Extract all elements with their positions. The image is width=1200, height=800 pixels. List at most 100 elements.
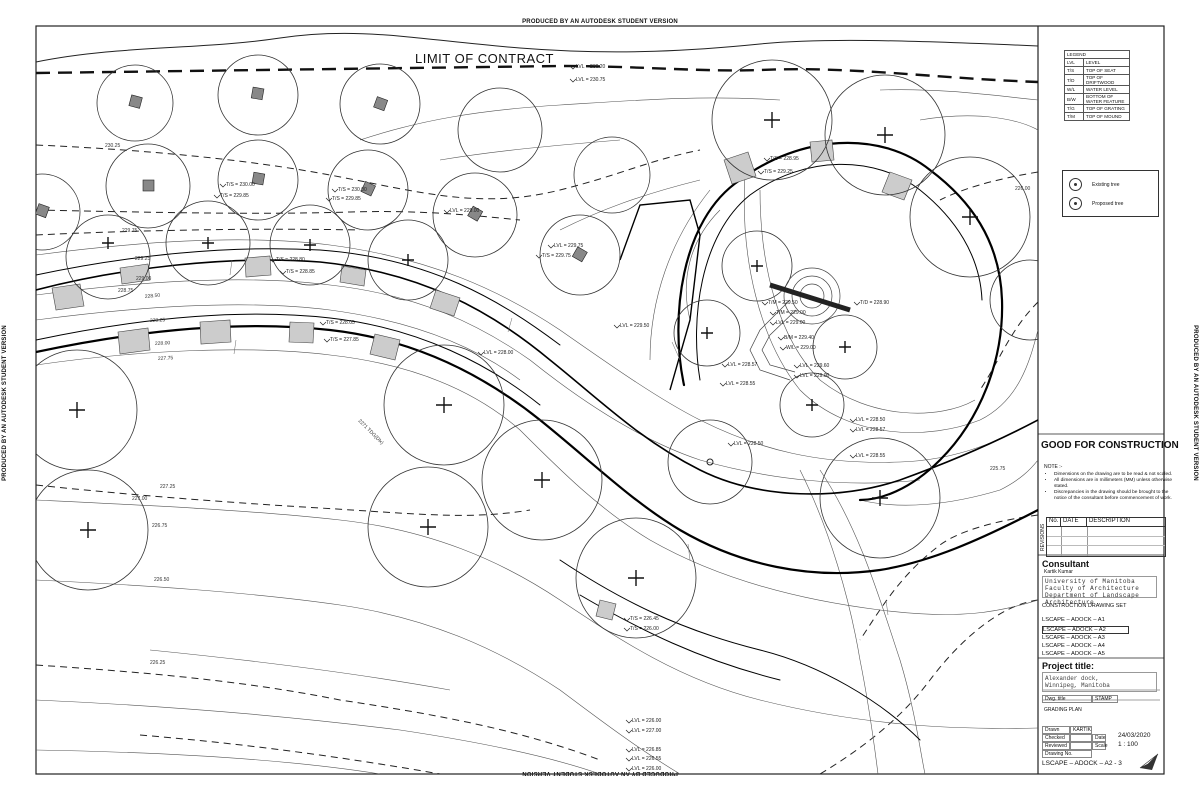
limit-of-contract-label: LIMIT OF CONTRACT (415, 51, 554, 66)
spot-level-label: LVL = 229.75 (554, 243, 584, 249)
spot-level-marker (769, 311, 777, 316)
key-proposed-label: Proposed tree (1092, 200, 1124, 207)
spot-level-label: LVL = 229.00 (800, 373, 830, 379)
spot-level-label: LVL = 228.55 (726, 381, 756, 387)
spot-level-label: T/S = 229.75 (542, 253, 571, 259)
note-item: Dimensions on the drawing are to be read… (1054, 472, 1174, 478)
sheet-border (35, 25, 1165, 775)
project-line: Alexander dock, (1045, 675, 1100, 682)
contour-label: 227.00 (132, 496, 148, 502)
limit-of-contract-line (36, 64, 1038, 84)
contour-label: 226.25 (150, 660, 166, 666)
existing-tree-icon (1069, 178, 1082, 191)
contour-label: 2271 TDG(Dlx) (357, 418, 385, 446)
spot-level-label: T/S = 229.85 (220, 193, 249, 199)
spot-level-label: LVL = 226.55 (632, 756, 662, 762)
spot-level-label: T/M = 229.00 (776, 310, 806, 316)
north-arrow-icon (1139, 753, 1159, 770)
scale-value: 1 : 100 (1118, 741, 1138, 748)
spot-level-marker (443, 209, 451, 214)
spot-level-marker (547, 244, 555, 249)
dwg-title-value: GRADING PLAN (1044, 707, 1082, 713)
main-path-edge (36, 325, 1038, 575)
watermark-top: PRODUCED BY AN AUTODESK STUDENT VERSION (522, 19, 678, 25)
spot-level-marker (793, 374, 801, 379)
university-line: Faculty of Architecture (1045, 585, 1140, 592)
consultant-heading: Consultant (1042, 559, 1089, 569)
checked-value (1070, 734, 1092, 742)
contour-label: 228.25 (150, 317, 166, 324)
contour-label: 230.25 (105, 143, 121, 149)
spot-level-marker (761, 301, 769, 306)
spot-level-label: T/S = 226.45 (630, 616, 659, 622)
spot-level-label: LVL = 228.00 (484, 350, 514, 356)
project-title-box: Alexander dock, Winnipeg, Manitoba (1042, 672, 1157, 692)
spot-level-label: LVL = 226.00 (632, 766, 662, 772)
drawn-label: Drawn (1042, 726, 1070, 734)
legend-abbr: T/G (1064, 104, 1084, 113)
key-existing-label: Existing tree (1092, 181, 1120, 188)
legend-desc: LEVEL (1083, 58, 1130, 67)
spot-level-marker (625, 757, 633, 762)
legend-desc: TOP OF SEAT (1083, 66, 1130, 75)
reviewed-value (1070, 742, 1092, 750)
contour-label: 227.75 (158, 355, 174, 362)
spot-level-marker (535, 254, 543, 259)
project-title-heading: Project title: (1042, 661, 1095, 671)
spot-level-marker (625, 719, 633, 724)
spot-level-label: T/S = 227.85 (330, 337, 359, 343)
spot-level-marker (269, 258, 277, 263)
note-item: Discrepancies in the drawing should be b… (1054, 490, 1174, 502)
contour-label: 228.75 (118, 288, 134, 294)
legend-abbr: T/S (1064, 66, 1084, 75)
spot-level-label: LVL = 230.75 (576, 77, 606, 83)
spot-level-marker (727, 442, 735, 447)
spot-level-label: T/S = 229.25 (764, 169, 793, 175)
drawing-set-label: CONSTRUCTION DRAWING SET (1042, 603, 1127, 609)
legend-desc: TOP OF GRATING (1083, 104, 1130, 113)
spot-level-label: LVL = 228.50 (856, 417, 886, 423)
date-label: Date (1092, 734, 1106, 742)
contour-label: 229.25 (135, 256, 151, 262)
spot-level-marker (763, 157, 771, 162)
spot-level-marker (219, 183, 227, 188)
spot-level-marker (325, 197, 333, 202)
contour-label: 229.00 (136, 276, 152, 282)
driftwood (769, 282, 851, 313)
proposed-tree-icon (1069, 197, 1082, 210)
spot-level-label: T/S = 228.80 (276, 257, 305, 263)
legend-abbr: LVL (1064, 58, 1084, 67)
spot-level-label: LVL = 229.00 (450, 208, 480, 214)
legend-title: LEGEND (1064, 50, 1130, 59)
drawn-by-value: KARTIK (1070, 726, 1092, 734)
contour-label: 226.75 (152, 523, 168, 529)
spot-level-label: LVL = 228.55 (856, 453, 886, 459)
loop-path-edge (677, 141, 1004, 502)
spot-level-marker (623, 617, 631, 622)
spot-level-label: B/M = 229.40 (784, 335, 814, 341)
spot-level-label: LVL = 227.00 (632, 728, 662, 734)
spot-level-marker (331, 188, 339, 193)
spot-level-label: LVL = 228.57 (856, 427, 886, 433)
spot-level-label: T/D = 228.90 (860, 300, 889, 306)
rev-col-description: DESCRIPTION (1087, 518, 1165, 527)
spot-level-marker (323, 338, 331, 343)
spot-level-label: W/L = 229.00 (786, 345, 816, 351)
spot-level-marker (757, 170, 765, 175)
legend-abbr: T/D (1064, 74, 1084, 86)
university-box: University of Manitoba Faculty of Archit… (1042, 576, 1157, 606)
reviewed-label: Reviewed (1042, 742, 1070, 750)
spot-level-label: T/S = 230.00 (338, 187, 367, 193)
spot-level-label: T/S = 228.95 (770, 156, 799, 162)
spot-level-marker (849, 428, 857, 433)
legend-abbr: B/W (1064, 93, 1084, 105)
key-existing: Existing tree (1069, 178, 1120, 191)
contour-label: 228.50 (145, 293, 161, 300)
spot-level-marker (569, 78, 577, 83)
spot-level-label: LVL = 230.20 (576, 64, 606, 70)
key-proposed: Proposed tree (1069, 197, 1123, 210)
